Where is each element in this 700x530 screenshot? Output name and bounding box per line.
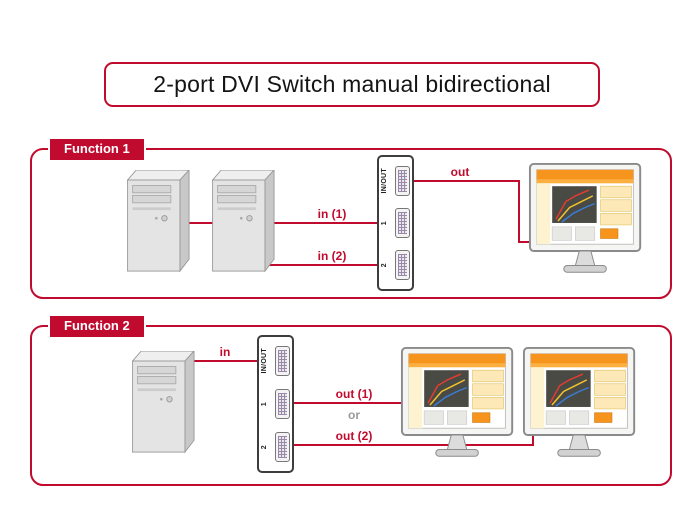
dvi-port-row-1: 1 [381, 204, 410, 242]
label-out1: out (1) [335, 387, 373, 401]
function2-panel: Function 2 IN/OUT [30, 314, 672, 486]
monitor-icon [400, 347, 514, 457]
computer-tower-3 [131, 349, 196, 458]
monitor-2 [400, 347, 518, 470]
dvi-connector-icon [395, 250, 410, 280]
title-banner: 2-port DVI Switch manual bidirectional [104, 62, 600, 107]
function1-tab: Function 1 [48, 137, 146, 162]
connection-line-out [412, 180, 520, 182]
connection-line-out-end [518, 241, 534, 243]
computer-tower-icon [126, 168, 191, 273]
connection-line-in [172, 360, 257, 362]
dvi-pins-icon [398, 254, 407, 276]
connection-line-out2 [292, 444, 534, 446]
port-label-1: 1 [381, 220, 388, 226]
dvi-port-row-2: 2 [261, 428, 290, 466]
dvi-port-row-1: 1 [261, 385, 290, 423]
port-label-2: 2 [261, 444, 268, 450]
label-in2: in (2) [317, 249, 347, 263]
dvi-switch: IN/OUT 1 2 [377, 155, 414, 291]
label-in: in [219, 345, 231, 359]
port-label-inout: IN/OUT [381, 168, 388, 194]
label-out2: out (2) [335, 429, 373, 443]
dvi-port-row-inout: IN/OUT [261, 342, 290, 380]
function1-panel: Function 1 [30, 137, 672, 299]
computer-tower-1 [126, 168, 191, 277]
port-label-inout: IN/OUT [261, 348, 268, 374]
connection-line-in1 [172, 222, 380, 224]
dvi-connector-icon [275, 389, 290, 419]
computer-tower-icon [211, 168, 276, 273]
connection-line-in2 [257, 264, 380, 266]
dvi-connector-icon [395, 166, 410, 196]
dvi-pins-icon [398, 170, 407, 192]
connection-line-out1 [292, 402, 402, 404]
dvi-port-row-inout: IN/OUT [381, 162, 410, 200]
monitor-3 [522, 347, 640, 470]
connection-line-out-elbow [518, 180, 520, 243]
dvi-connector-icon [275, 432, 290, 462]
dvi-switch: IN/OUT 1 2 [257, 335, 294, 473]
dvi-pins-icon [398, 212, 407, 234]
dvi-pins-icon [278, 350, 287, 372]
page-title: 2-port DVI Switch manual bidirectional [153, 71, 551, 97]
dvi-port-row-2: 2 [381, 246, 410, 284]
function2-tab: Function 2 [48, 314, 146, 339]
dvi-connector-icon [275, 346, 290, 376]
dvi-pins-icon [278, 436, 287, 458]
computer-tower-2 [211, 168, 276, 277]
port-label-2: 2 [381, 262, 388, 268]
label-in1: in (1) [317, 207, 347, 221]
port-label-1: 1 [261, 401, 268, 407]
monitor-icon [522, 347, 636, 457]
label-or: or [348, 408, 360, 422]
dvi-connector-icon [395, 208, 410, 238]
computer-tower-icon [131, 349, 196, 454]
label-out: out [450, 165, 470, 179]
monitor-icon [528, 163, 642, 273]
monitor-1 [528, 163, 646, 286]
dvi-pins-icon [278, 393, 287, 415]
